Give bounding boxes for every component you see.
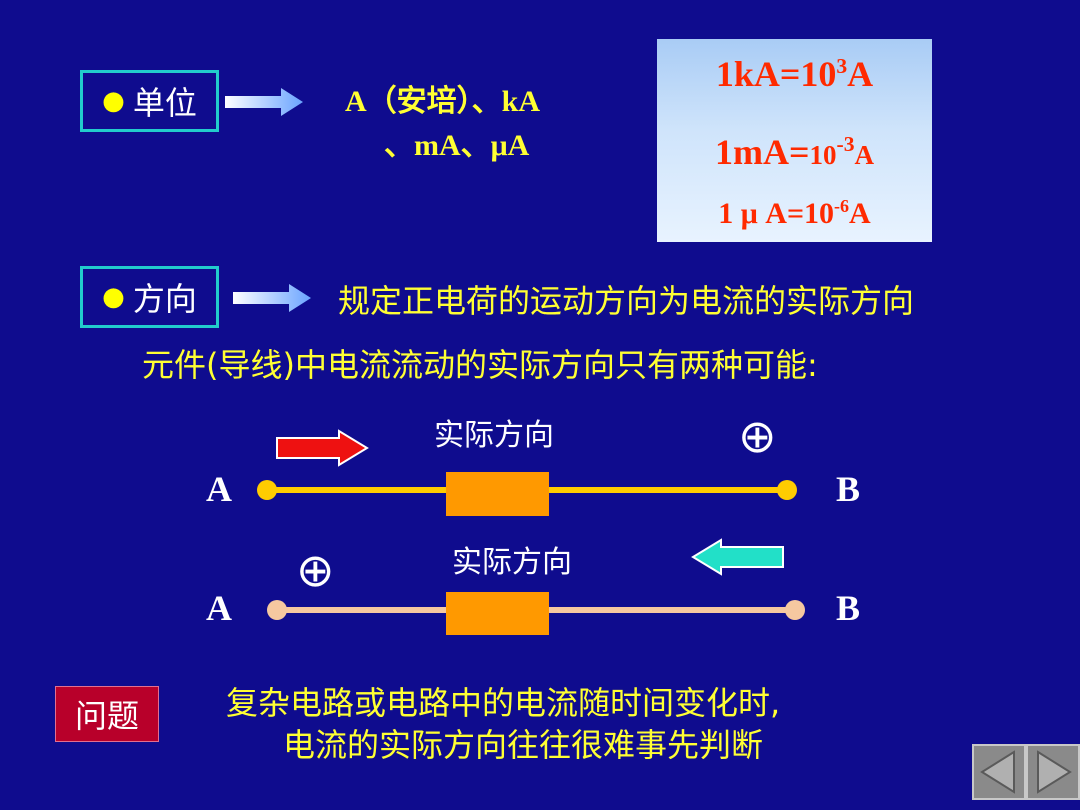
bullet-icon: ●	[102, 86, 125, 116]
triangle-left-icon	[980, 750, 1015, 794]
direction-tag: ● 方向	[80, 266, 219, 328]
circuit2-node-b: B	[836, 588, 861, 628]
unit-arrow-icon	[225, 88, 303, 116]
direction-tag-label: 方向	[132, 280, 197, 318]
formula-mA: 1mA=10-3A	[715, 132, 874, 172]
circuit2-node-a: A	[206, 588, 232, 628]
formula-kA: 1kA=103A	[715, 54, 874, 94]
prev-slide-button[interactable]	[972, 744, 1026, 800]
problem-line2: 电流的实际方向往往很难事先判断	[283, 726, 764, 764]
circuit1-right-arrow-icon	[276, 429, 369, 467]
circuit1-plus-symbol: ⊕	[738, 409, 777, 463]
direction-arrow-icon	[233, 284, 311, 312]
unit-list-line2: 、mA、μA	[384, 129, 530, 162]
formula-uA: 1 μ A=10-6A	[718, 196, 871, 230]
triangle-right-icon	[1037, 750, 1072, 794]
unit-tag: ● 单位	[80, 70, 219, 132]
circuit2-left-arrow-icon	[691, 538, 784, 576]
next-slide-button[interactable]	[1026, 744, 1080, 800]
problem-line1: 复杂电路或电路中的电流随时间变化时,	[226, 684, 781, 722]
direction-definition: 规定正电荷的运动方向为电流的实际方向	[338, 282, 915, 320]
circuit1-direction-label: 实际方向	[434, 418, 554, 453]
unit-tag-label: 单位	[132, 84, 197, 122]
circuit2-resistor	[446, 592, 549, 635]
bullet-icon: ●	[102, 282, 125, 312]
circuit1-node-a: A	[206, 469, 232, 509]
direction-possibilities: 元件(导线)中电流流动的实际方向只有两种可能:	[142, 346, 818, 384]
conversion-formula-box: 1kA=103A 1mA=10-3A 1 μ A=10-6A	[657, 39, 932, 242]
problem-button[interactable]: 问题	[55, 686, 159, 742]
circuit1-node-b: B	[836, 469, 861, 509]
unit-list-line1: A（安培）、kA	[345, 85, 541, 118]
circuit2-plus-symbol: ⊕	[296, 543, 335, 597]
circuit2-direction-label: 实际方向	[452, 545, 572, 580]
circuit1-resistor	[446, 472, 549, 516]
